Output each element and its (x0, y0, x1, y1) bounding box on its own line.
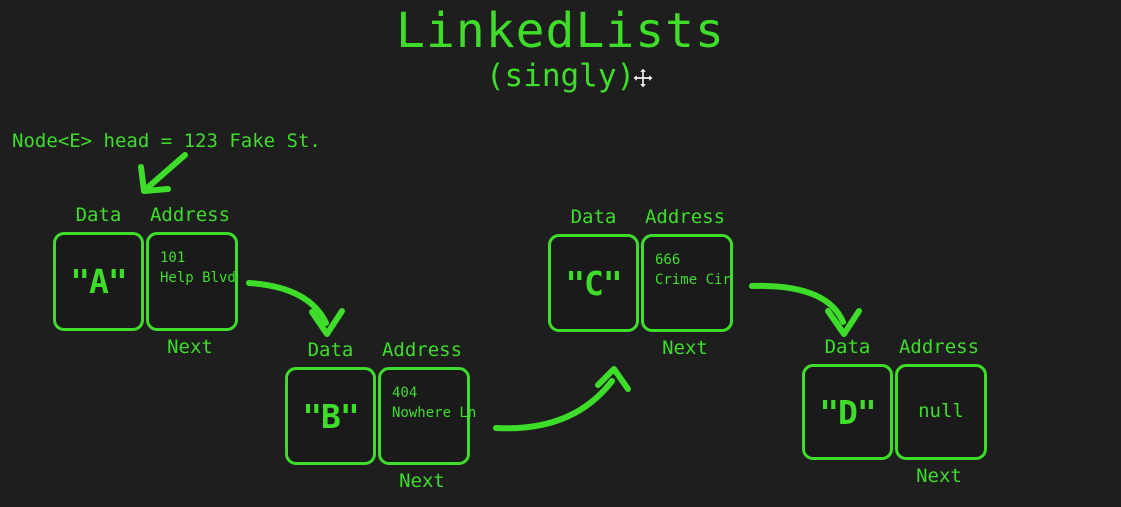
node-a-address-value: 101 Help Blvd (160, 250, 236, 287)
node-c-data-label: Data (570, 206, 617, 228)
arrow-head-to-a (138, 152, 188, 194)
arrow-a-to-b (246, 280, 345, 337)
node-a-address-label: Address (149, 204, 231, 226)
node-b-next-label: Next (399, 470, 445, 492)
node-d-data-label: Data (824, 336, 871, 358)
node-a-data-value: "A" (70, 262, 128, 301)
page-subtitle: (singly) (485, 58, 636, 94)
node-d-address-value: null (918, 400, 964, 423)
head-declaration-text: Node<E> head = 123 Fake St. (12, 130, 321, 152)
node-c-next-label: Next (662, 337, 708, 359)
node-d-data-cell[interactable]: "D" (802, 364, 893, 460)
arrow-b-to-c (493, 366, 631, 432)
node-c-address-value: 666 Crime Cir (655, 252, 731, 289)
node-b-data-value: "B" (302, 396, 360, 436)
node-a-data-cell[interactable]: "A" (53, 232, 144, 331)
node-d-data-value: "D" (819, 392, 877, 432)
move-cursor-icon (632, 67, 654, 89)
node-d-address-cell[interactable]: null (895, 364, 987, 460)
node-c-address-cell[interactable]: 666 Crime Cir (641, 234, 733, 332)
node-b-address-label: Address (381, 339, 463, 361)
node-c-address-label: Address (644, 206, 726, 228)
arrow-c-to-d (749, 282, 862, 337)
node-c-data-value: "C" (565, 263, 623, 303)
node-a-data-label: Data (75, 204, 122, 226)
node-b-data-cell[interactable]: "B" (285, 367, 376, 465)
node-b-data-label: Data (307, 339, 354, 361)
node-d-address-label: Address (898, 336, 980, 358)
node-d-next-label: Next (916, 465, 962, 487)
node-b-address-cell[interactable]: 404 Nowhere Ln (378, 367, 476, 465)
node-a-address-cell[interactable]: 101 Help Blvd (146, 232, 238, 331)
page-title: LinkedLists (396, 3, 725, 59)
node-a-next-label: Next (167, 336, 213, 358)
node-b-address-value: 404 Nowhere Ln (392, 385, 477, 422)
node-c-data-cell[interactable]: "C" (548, 234, 639, 332)
